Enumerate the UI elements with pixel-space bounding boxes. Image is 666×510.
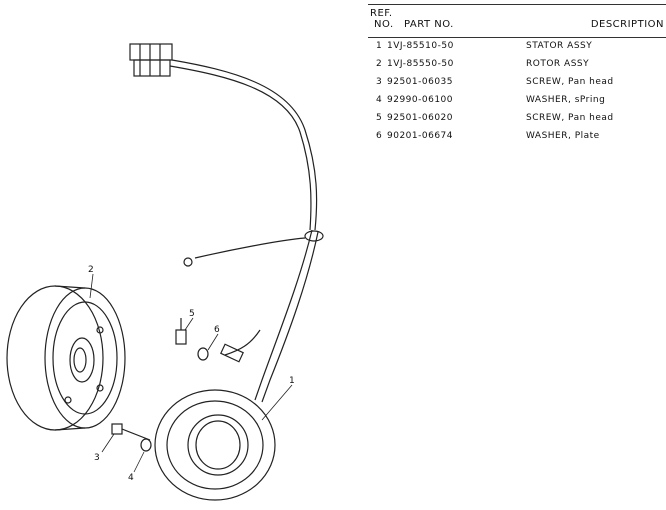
stator-assy: [154, 389, 276, 501]
parts-table: REF. NO. PART NO. DESCRIPTION 1 1VJ-85510…: [368, 4, 666, 146]
part-no: 90201-06674: [387, 131, 454, 141]
table-row: 3 92501-06035 SCREW, Pan head: [368, 74, 666, 92]
table-row: 5 92501-06020 SCREW, Pan head: [368, 110, 666, 128]
callout-3: 3: [94, 453, 100, 463]
table-header: REF. NO. PART NO. DESCRIPTION: [368, 5, 666, 37]
ref-no: 4: [376, 95, 383, 105]
callout-4: 4: [128, 473, 134, 483]
description: SCREW, Pan head: [526, 113, 614, 123]
rotor-assy: [6, 285, 126, 431]
part-no: 92501-06035: [387, 77, 454, 87]
table-row: 4 92990-06100 WASHER, sPring: [368, 92, 666, 110]
screw-3: [111, 423, 151, 441]
table-row: 1 1VJ-85510-50 STATOR ASSY: [368, 38, 666, 56]
header-no: NO.: [374, 19, 394, 30]
table-row: 2 1VJ-85550-50 ROTOR ASSY: [368, 56, 666, 74]
description: ROTOR ASSY: [526, 59, 590, 69]
header-part-no: PART NO.: [404, 19, 454, 30]
description: SCREW, Pan head: [526, 77, 614, 87]
washer-6: [197, 347, 209, 361]
description: STATOR ASSY: [526, 41, 593, 51]
header-description: DESCRIPTION: [590, 19, 664, 30]
part-no: 92501-06020: [387, 113, 454, 123]
ref-no: 2: [376, 59, 383, 69]
table-row: 6 90201-06674 WASHER, Plate: [368, 128, 666, 146]
description: WASHER, Plate: [526, 131, 600, 141]
callout-1: 1: [289, 376, 295, 386]
ref-no: 6: [376, 131, 383, 141]
callout-5: 5: [189, 309, 195, 319]
washer-4: [140, 438, 152, 452]
part-no: 1VJ-85510-50: [387, 41, 454, 51]
header-ref: REF.: [370, 8, 393, 19]
leader-lines: [89, 273, 293, 473]
part-no: 1VJ-85550-50: [387, 59, 454, 69]
callout-6: 6: [214, 325, 220, 335]
wire-connector: [129, 43, 173, 77]
ref-no: 3: [376, 77, 383, 87]
ref-no: 1: [376, 41, 383, 51]
callout-2: 2: [88, 265, 94, 275]
wire-harness: [169, 59, 324, 403]
part-no: 92990-06100: [387, 95, 454, 105]
screw-5: [175, 318, 187, 345]
table-body: 1 1VJ-85510-50 STATOR ASSY 2 1VJ-85550-50 RO…: [368, 38, 666, 146]
description: WASHER, sPring: [526, 95, 606, 105]
ref-no: 5: [376, 113, 383, 123]
